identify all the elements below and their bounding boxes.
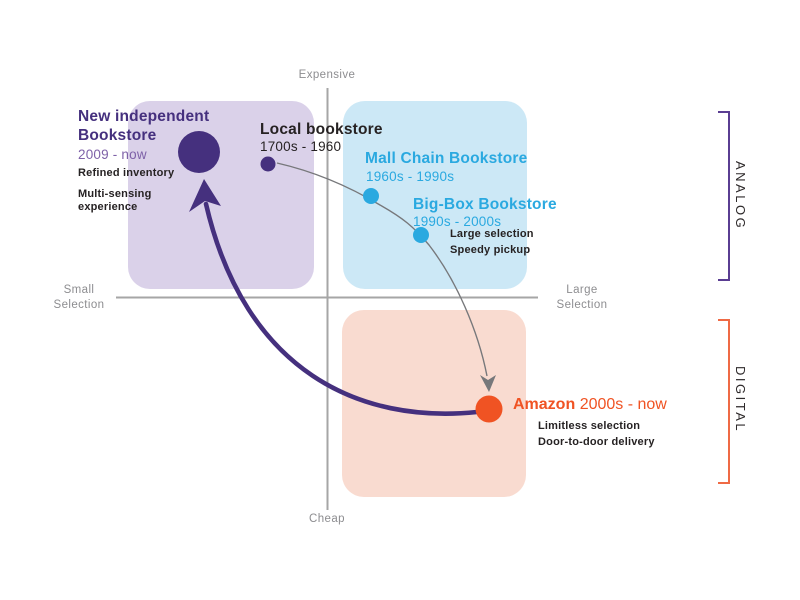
evolution-arrowhead-icon — [480, 375, 496, 392]
axis-label-small-selection: Small Selection — [53, 284, 105, 311]
amazon-title: Amazon — [513, 396, 576, 413]
axis-label-cheap: Cheap — [309, 513, 345, 525]
analog-bracket-icon — [718, 111, 730, 281]
axis-label-large-selection: Large Selection — [556, 284, 608, 311]
mall-chain-period: 1960s - 1990s — [366, 169, 455, 184]
evolution-curve — [276, 162, 488, 377]
new-independent-dot — [178, 131, 220, 173]
axis-label-expensive: Expensive — [298, 69, 356, 81]
big-box-feature: Large selection — [450, 228, 534, 240]
digital-bracket-icon — [718, 319, 730, 484]
disruption-curve — [203, 201, 480, 416]
disruption-arrowhead-icon — [189, 179, 221, 212]
local-bookstore-period: 1700s - 1960 — [260, 139, 342, 154]
local-bookstore-title: Local bookstore — [260, 121, 383, 138]
big-box-feature: Speedy pickup — [450, 244, 531, 256]
new-independent-title: New independent Bookstore — [78, 108, 210, 144]
quadrant-top-left-box — [128, 101, 314, 289]
digital-label: DIGITAL — [733, 366, 748, 434]
new-independent-feature: Refined inventory — [78, 167, 175, 179]
amazon-dot — [475, 395, 503, 423]
new-independent-period: 2009 - now — [78, 147, 147, 162]
amazon-feature: Door-to-door delivery — [538, 436, 655, 448]
quadrant-top-right-box — [343, 101, 527, 289]
local-bookstore-dot — [260, 156, 276, 172]
big-box-period: 1990s - 2000s — [413, 214, 502, 229]
new-independent-feature: Multi-sensing experience — [78, 188, 152, 214]
amazon-title-line: Amazon 2000s - now — [513, 396, 667, 414]
amazon-feature: Limitless selection — [538, 420, 641, 432]
analog-label: ANALOG — [733, 161, 748, 231]
mall-chain-dot — [363, 188, 379, 204]
mall-chain-title: Mall Chain Bookstore — [365, 150, 528, 167]
amazon-period: 2000s - now — [579, 396, 667, 413]
quadrant-bottom-right-box — [342, 310, 526, 497]
big-box-dot — [413, 227, 429, 243]
big-box-title: Big-Box Bookstore — [413, 196, 557, 213]
